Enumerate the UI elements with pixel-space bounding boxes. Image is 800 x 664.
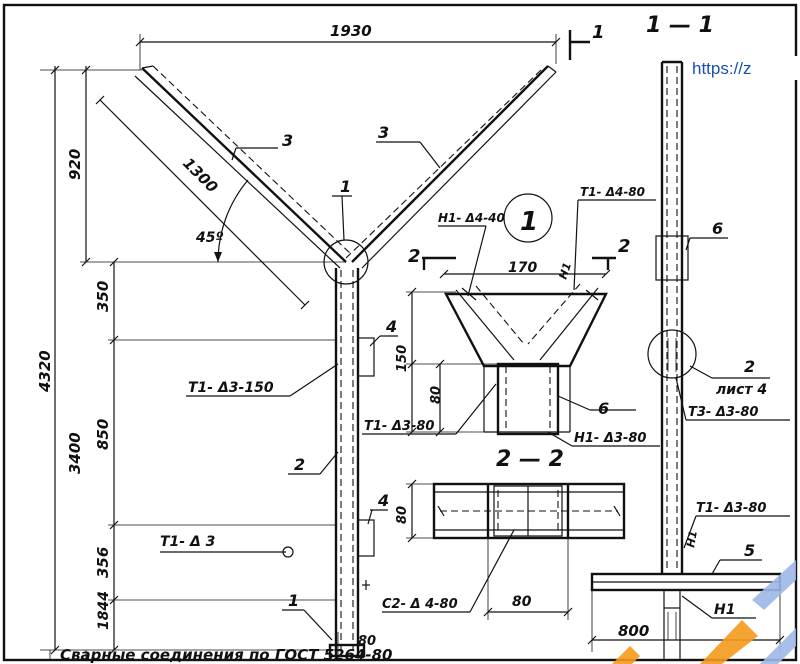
callout-3-left: 3 xyxy=(282,131,293,150)
weld-t1-4-80: Т1- Δ4-80 xyxy=(580,185,645,199)
cut-2-left: 2 xyxy=(408,246,421,267)
cut-1-label: 1 xyxy=(592,22,605,43)
watermark-stripes xyxy=(612,560,796,664)
cut-2-right: 2 xyxy=(618,236,631,257)
node-detail-circle xyxy=(503,193,553,243)
angle-arrow xyxy=(214,252,222,262)
callout-4-bottom: 4 xyxy=(377,491,389,510)
angle-arc xyxy=(217,179,249,263)
plate-4-bottom xyxy=(357,519,375,557)
dim-356: 356 xyxy=(94,547,112,578)
dim-sect-80-h: 80 xyxy=(512,594,532,610)
dim-1930: 1930 xyxy=(135,22,561,70)
url-overlay: https://z xyxy=(692,59,752,78)
dim-base-800: 800 xyxy=(618,622,649,640)
weld-h1-3-80: Н1- Δ3-80 xyxy=(574,431,646,446)
plate-6 xyxy=(655,235,689,281)
cut-mark-1: 1 xyxy=(568,22,605,60)
weld-t1-3-80-right: Т1- Δ3-80 xyxy=(696,501,766,516)
main-callouts: 3 3 1 4 4 Т1- Δ3-150 2 Т1- Δ 3 1 80 xyxy=(160,123,441,660)
dim-node-80: 80 xyxy=(429,386,444,404)
callout-6-node: 6 xyxy=(598,399,609,418)
callout-5: 5 xyxy=(744,541,755,560)
footer-note: Сварные соединения по ГОСТ 5264-80 xyxy=(60,646,392,664)
callout-2-column: 2 xyxy=(294,455,305,474)
callout-4-top: 4 xyxy=(385,317,397,336)
section-1-1: 1 — 1 6 2 лист 4 Т3- Δ3-80 Т1- Δ3-80 Н1 … xyxy=(587,13,790,660)
dim-node-150: 150 xyxy=(395,345,410,372)
node-detail: 1 2 2 170 150 80 xyxy=(362,185,660,447)
dim-920: 920 xyxy=(66,149,84,180)
weld-t3-3-80: Т3- Δ3-80 xyxy=(688,405,758,420)
section-1-1-title: 1 — 1 xyxy=(646,13,714,38)
dim-node-170: 170 xyxy=(508,260,537,276)
weld-h1-4-40: Н1- Δ4-40 xyxy=(438,211,505,225)
callout-6-right: 6 xyxy=(712,219,723,238)
callout-1-node: 1 xyxy=(340,177,351,196)
node-detail-number: 1 xyxy=(520,207,538,237)
section-2-2-title: 2 — 2 xyxy=(496,447,564,472)
section-plate xyxy=(432,482,626,540)
weld-n1-vert: Н1 xyxy=(684,530,700,549)
dim-sect-80-v: 80 xyxy=(395,506,410,524)
callout-1-bottom: 1 xyxy=(288,591,299,610)
angle-45: 45º xyxy=(195,230,223,246)
detail-2-circle xyxy=(647,329,697,379)
detail-2-label: 2 xyxy=(744,357,755,376)
weld-t1-3-80: Т1- Δ3-80 xyxy=(364,419,434,434)
node-plate xyxy=(444,292,608,368)
dim-4320: 4320 xyxy=(36,350,54,393)
sheet-4-label: лист 4 xyxy=(716,382,767,398)
weld-t1-3-150: Т1- Δ3-150 xyxy=(188,380,274,396)
dim-3400: 3400 xyxy=(66,432,84,474)
left-dims: 920 4320 3400 350 850 356 1844 xyxy=(36,65,346,660)
dim-350: 350 xyxy=(94,281,112,312)
dim-diag-1300: 1300 xyxy=(179,154,221,196)
sheet-frame xyxy=(2,3,798,662)
node-stub xyxy=(496,362,560,436)
dim-850: 850 xyxy=(94,419,112,450)
dim-top-width: 1930 xyxy=(330,22,372,40)
dim-bottom-80: 80 xyxy=(358,634,376,649)
weld-n1: Н1 xyxy=(714,602,735,618)
weld-t1-3: Т1- Δ 3 xyxy=(160,534,215,550)
column xyxy=(323,239,375,658)
plate-4-top xyxy=(357,337,375,377)
y-arms xyxy=(134,65,557,269)
dim-1844: 1844 xyxy=(96,591,112,630)
callout-3-right: 3 xyxy=(378,123,389,142)
dim-1300: 1300 45º xyxy=(95,95,310,310)
weld-c2-4-80: С2- Δ 4-80 xyxy=(382,597,458,612)
section-2-2: 2 — 2 80 80 С2- Δ 4-80 xyxy=(382,447,626,620)
weld-n1-node: Н1 xyxy=(556,261,574,281)
